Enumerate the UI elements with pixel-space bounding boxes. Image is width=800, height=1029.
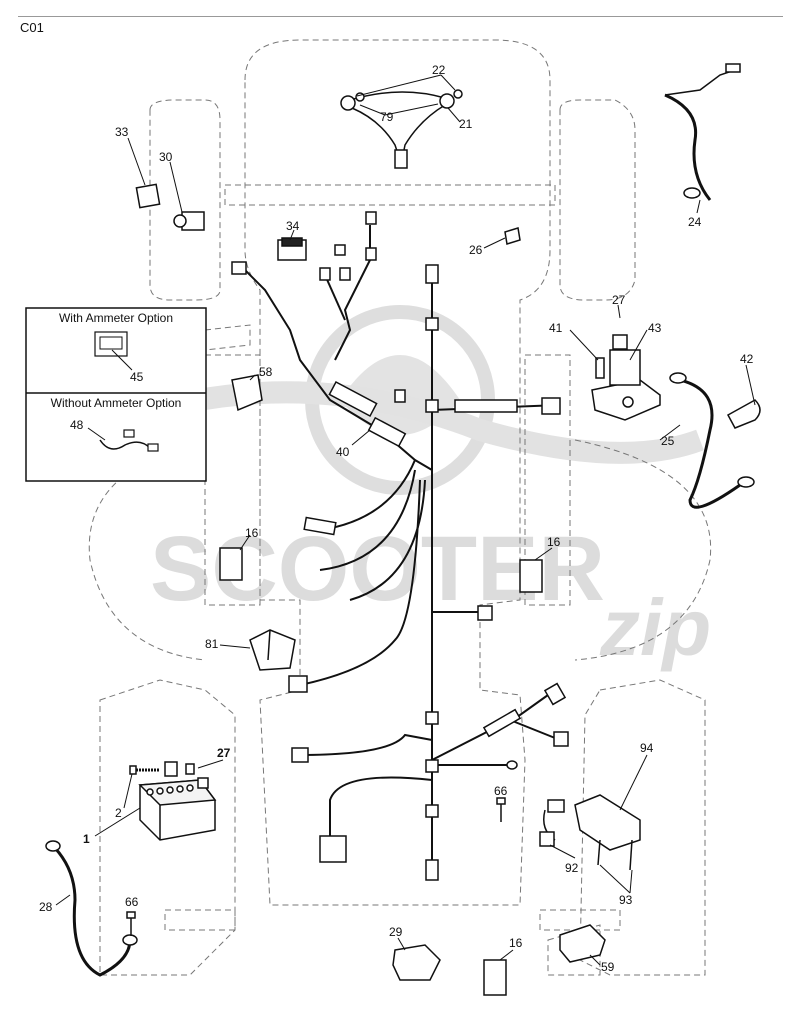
part-label: 16 [245, 526, 259, 540]
part-label: 26 [469, 243, 483, 257]
part-label: 30 [159, 150, 173, 164]
part-label: 29 [389, 925, 403, 939]
part-label: 58 [259, 365, 273, 379]
part-label: 33 [115, 125, 129, 139]
part-label: 34 [286, 219, 300, 233]
terminal-boot-42 [726, 399, 761, 429]
part-label: 92 [565, 861, 579, 875]
part-label: 16 [547, 535, 561, 549]
battery-cable-28 [45, 840, 138, 977]
part-label: 22 [432, 63, 446, 77]
relay-81 [249, 629, 296, 671]
switch-34 [277, 237, 307, 261]
part-label: 66 [125, 895, 139, 909]
harness-connectors [231, 211, 569, 881]
switch-29 [392, 944, 441, 981]
watermark-script: zip [599, 583, 711, 672]
headlight-harness [340, 89, 463, 169]
part-label: 42 [740, 352, 754, 366]
part-label: 45 [130, 370, 144, 384]
page-code: C01 [20, 20, 44, 35]
part-label: 94 [640, 741, 654, 755]
part-label: 93 [619, 893, 633, 907]
part-label: 27 [217, 746, 231, 760]
part-label: 48 [70, 418, 84, 432]
seat-switch [539, 794, 641, 871]
header-rule [18, 16, 783, 17]
with-ammeter-title: With Ammeter Option [59, 311, 173, 325]
jumper-wire [99, 439, 151, 450]
tractor-outline [88, 39, 712, 976]
part-label: 59 [601, 960, 615, 974]
part-label: 28 [39, 900, 53, 914]
ground-cable-25 [669, 372, 755, 509]
relay-16 [219, 547, 543, 996]
module-58 [231, 374, 263, 412]
solenoid-assembly [591, 334, 661, 421]
fuse-26 [504, 227, 521, 245]
part-label: 81 [205, 637, 219, 651]
part-label: 24 [688, 215, 702, 229]
part-label: 1 [83, 832, 90, 846]
part-label: 21 [459, 117, 473, 131]
part-label: 16 [509, 936, 523, 950]
part-label: 25 [661, 434, 675, 448]
part-label: 41 [549, 321, 563, 335]
without-ammeter-title: Without Ammeter Option [51, 396, 182, 410]
battery-bolt-2 [129, 761, 195, 777]
part-label: 40 [336, 445, 350, 459]
bolt-66 [126, 797, 506, 936]
leader-lines [55, 74, 756, 966]
part-label: 79 [380, 110, 394, 124]
part-label: 43 [648, 321, 662, 335]
part-label: 66 [494, 784, 508, 798]
ammeter-option-inset: With Ammeter Option Without Ammeter Opti… [25, 307, 207, 482]
battery-cable-24 [664, 63, 741, 201]
part-labels: 22 79 21 33 30 34 26 24 27 41 43 42 45 5… [39, 63, 754, 974]
part-label: 2 [115, 806, 122, 820]
ignition-switch [135, 183, 205, 231]
battery [138, 777, 217, 841]
part-label: 27 [612, 293, 626, 307]
module-59 [559, 924, 606, 963]
